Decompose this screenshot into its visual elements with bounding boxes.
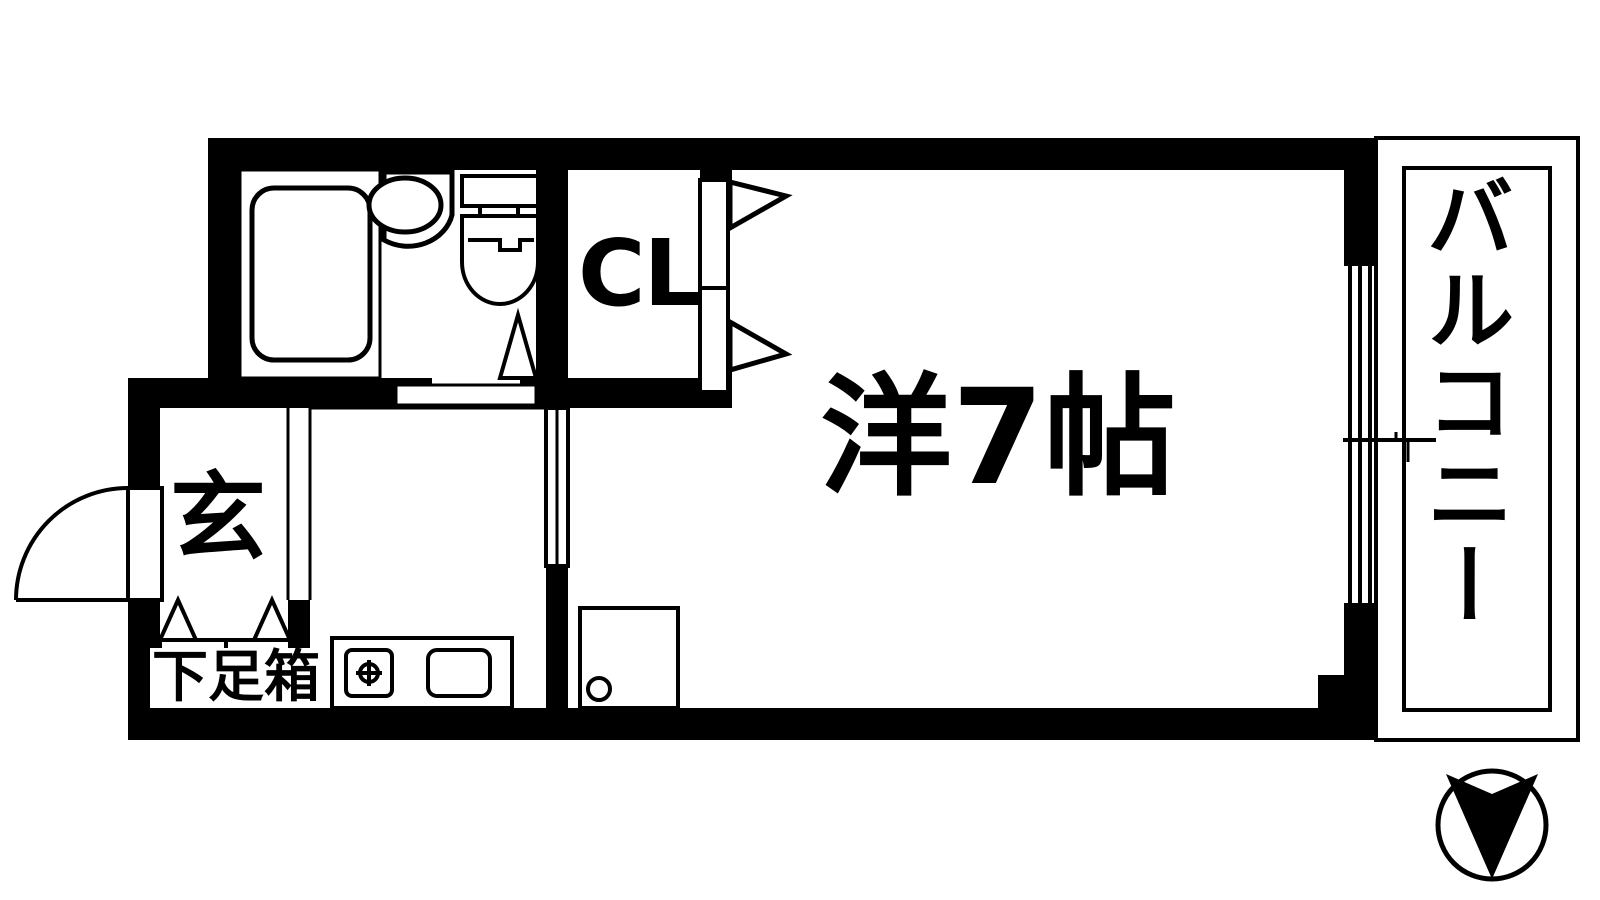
hall-door-triangle-left[interactable] — [156, 595, 200, 642]
entrance-door[interactable] — [14, 486, 164, 602]
wall-cl-right — [700, 138, 732, 184]
bath-door[interactable] — [497, 307, 539, 380]
room-label-entrance: 玄 — [170, 462, 266, 574]
wall-bath-left — [208, 138, 240, 390]
annotation-shoe-box: 下足箱 — [150, 645, 322, 710]
bath-door-folding-marker[interactable] — [497, 307, 539, 380]
wall-right-upper — [1344, 138, 1376, 266]
washbasin-bowl — [366, 175, 444, 235]
closet-door-leaf-bottom[interactable] — [698, 286, 730, 394]
bathtub-shape — [249, 185, 373, 363]
closet-doors[interactable] — [698, 178, 793, 394]
entrance-door-swing-arc[interactable] — [14, 486, 129, 601]
compass-rose — [1435, 768, 1549, 882]
wall-bottom — [128, 708, 1318, 740]
wall-right-vertical-lower — [1344, 603, 1376, 708]
room-label-main: 洋7帖 — [820, 361, 1176, 515]
washer-pan — [578, 606, 680, 710]
closet-door-swing-top[interactable] — [727, 178, 793, 233]
interior-outlines-group — [238, 168, 546, 600]
compass-needle — [1446, 774, 1538, 879]
kitchen-sink — [426, 648, 492, 698]
wall-kitchen-partition — [546, 566, 568, 708]
bathtub — [249, 185, 373, 363]
balcony-window[interactable] — [1343, 266, 1436, 606]
room-sliding-door[interactable] — [544, 406, 570, 708]
toilet-seat-notch — [468, 238, 534, 252]
kitchen-counter — [330, 636, 514, 710]
wall-entrance-left-upper — [128, 378, 160, 488]
wall-bath-right — [536, 138, 568, 406]
wc-threshold — [394, 383, 538, 407]
washer-drain-hole — [586, 676, 612, 702]
closet-door-leaf-top[interactable] — [698, 178, 730, 290]
room-label-closet: CL — [578, 220, 702, 327]
room-label-balcony: バルコニー — [1411, 172, 1515, 632]
washbasin — [366, 169, 455, 249]
hall-door-triangle-right[interactable] — [250, 595, 294, 642]
wall-top — [208, 138, 1376, 170]
toilet — [460, 174, 540, 306]
closet-door-swing-bottom[interactable] — [727, 317, 793, 374]
toilet-bowl — [460, 214, 540, 306]
entrance-door-panel[interactable] — [126, 486, 164, 602]
toilet-tank — [460, 174, 540, 208]
wall-bath-bottom-left — [128, 378, 408, 408]
